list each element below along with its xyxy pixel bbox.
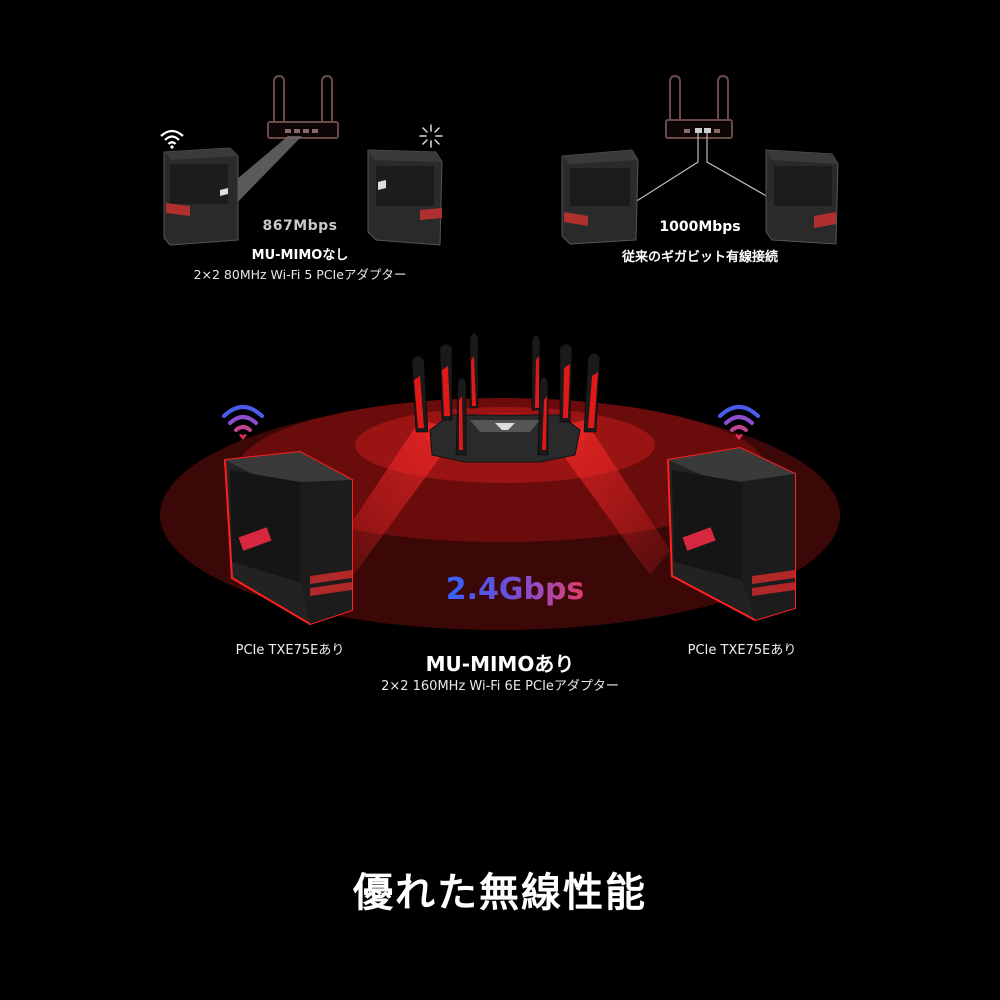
wifi-icon [160,129,184,149]
pcie-card-right [682,527,716,551]
pc-label-left: PCIe TXE75Eあり [235,643,345,658]
gaming-router [411,332,601,463]
loading-spinner-icon [419,124,443,148]
page-headline: 優れた無線性能 [353,870,647,916]
pcie-card-left [238,527,272,551]
wifi6e-illustration [160,332,840,630]
ethernet-cable-left [631,133,699,205]
wifi5-title: MU-MIMOなし [251,248,349,263]
gaming-pc-left [223,450,353,626]
ethernet-cable-right [706,133,771,199]
pc-case-left [163,147,239,246]
router-ports [684,128,720,133]
pc-case-right [367,149,443,246]
router-ports [285,129,318,133]
pc-case-right [765,149,839,245]
wifi-heart-icon-left [222,405,264,440]
signal-beam-right [545,420,670,575]
router-outline-icon [267,74,339,139]
mumimo-subtitle: 2×2 160MHz Wi-Fi 6E PCIeアダプター [381,679,619,694]
wifi5-subtitle: 2×2 80MHz Wi-Fi 5 PCIeアダプター [193,267,407,282]
wifi5-illustration [163,74,443,246]
pc-case-left [561,149,639,245]
wired-illustration [561,74,839,245]
pc-label-right: PCIe TXE75Eあり [687,643,797,658]
mumimo-title: MU-MIMOあり [425,652,575,676]
mumimo-speed-wrap: 2.4Gbps [400,572,630,607]
wired-speed: 1000Mbps [659,219,741,235]
wifi5-speed: 867Mbps [262,218,338,234]
wifi-heart-icon-right [718,405,760,440]
mumimo-speed: 2.4Gbps [445,572,585,607]
signal-beam-left [330,420,460,580]
gaming-pc-right [666,446,796,622]
wired-title: 従来のギガビット有線接続 [621,250,778,265]
